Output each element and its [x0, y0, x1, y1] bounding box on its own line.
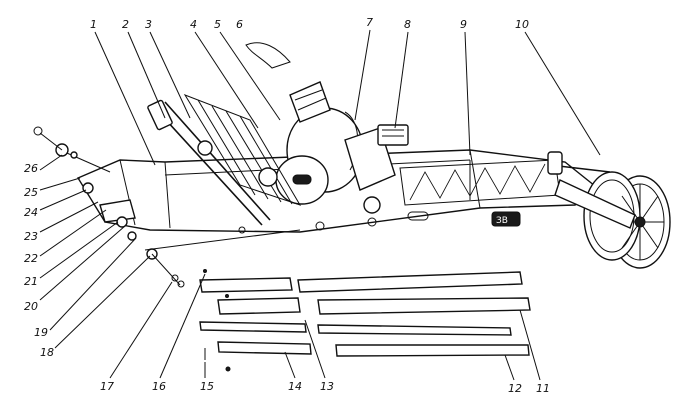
callout-4: 4 — [190, 18, 197, 31]
slats — [199, 269, 531, 372]
callout-21: 21 — [24, 275, 38, 288]
callout-labels: 1 2 3 4 5 6 7 8 9 10 11 12 13 14 15 16 1… — [24, 16, 550, 395]
leader-lines — [39, 29, 601, 381]
bracket — [377, 124, 409, 146]
part-6-cover — [245, 42, 291, 69]
callout-20: 20 — [24, 300, 38, 313]
callout-8: 8 — [404, 18, 411, 31]
callout-12: 12 — [508, 382, 522, 395]
tow-hitch — [33, 126, 301, 288]
callout-2: 2 — [122, 18, 129, 31]
callout-6: 6 — [236, 18, 243, 31]
callout-10: 10 — [515, 18, 529, 31]
callout-25: 25 — [24, 186, 38, 199]
callout-26: 26 — [24, 162, 38, 175]
svg-text:ЗВ: ЗВ — [496, 216, 508, 226]
callout-11: 11 — [536, 382, 550, 395]
drum-unit — [275, 81, 396, 214]
callout-17: 17 — [100, 380, 114, 393]
callout-3: 3 — [145, 18, 152, 31]
callout-22: 22 — [24, 252, 38, 265]
callout-18: 18 — [40, 346, 54, 359]
lever-cage — [147, 94, 302, 226]
rear-wheels — [547, 151, 671, 269]
callout-19: 19 — [34, 326, 48, 339]
callout-15: 15 — [200, 380, 214, 393]
callout-16: 16 — [152, 380, 166, 393]
callout-5: 5 — [214, 18, 221, 31]
callout-9: 9 — [460, 18, 467, 31]
callout-14: 14 — [288, 380, 302, 393]
callout-23: 23 — [24, 230, 38, 243]
callout-7: 7 — [366, 16, 373, 29]
callout-13: 13 — [320, 380, 334, 393]
callout-1: 1 — [90, 18, 97, 31]
callout-24: 24 — [24, 206, 38, 219]
